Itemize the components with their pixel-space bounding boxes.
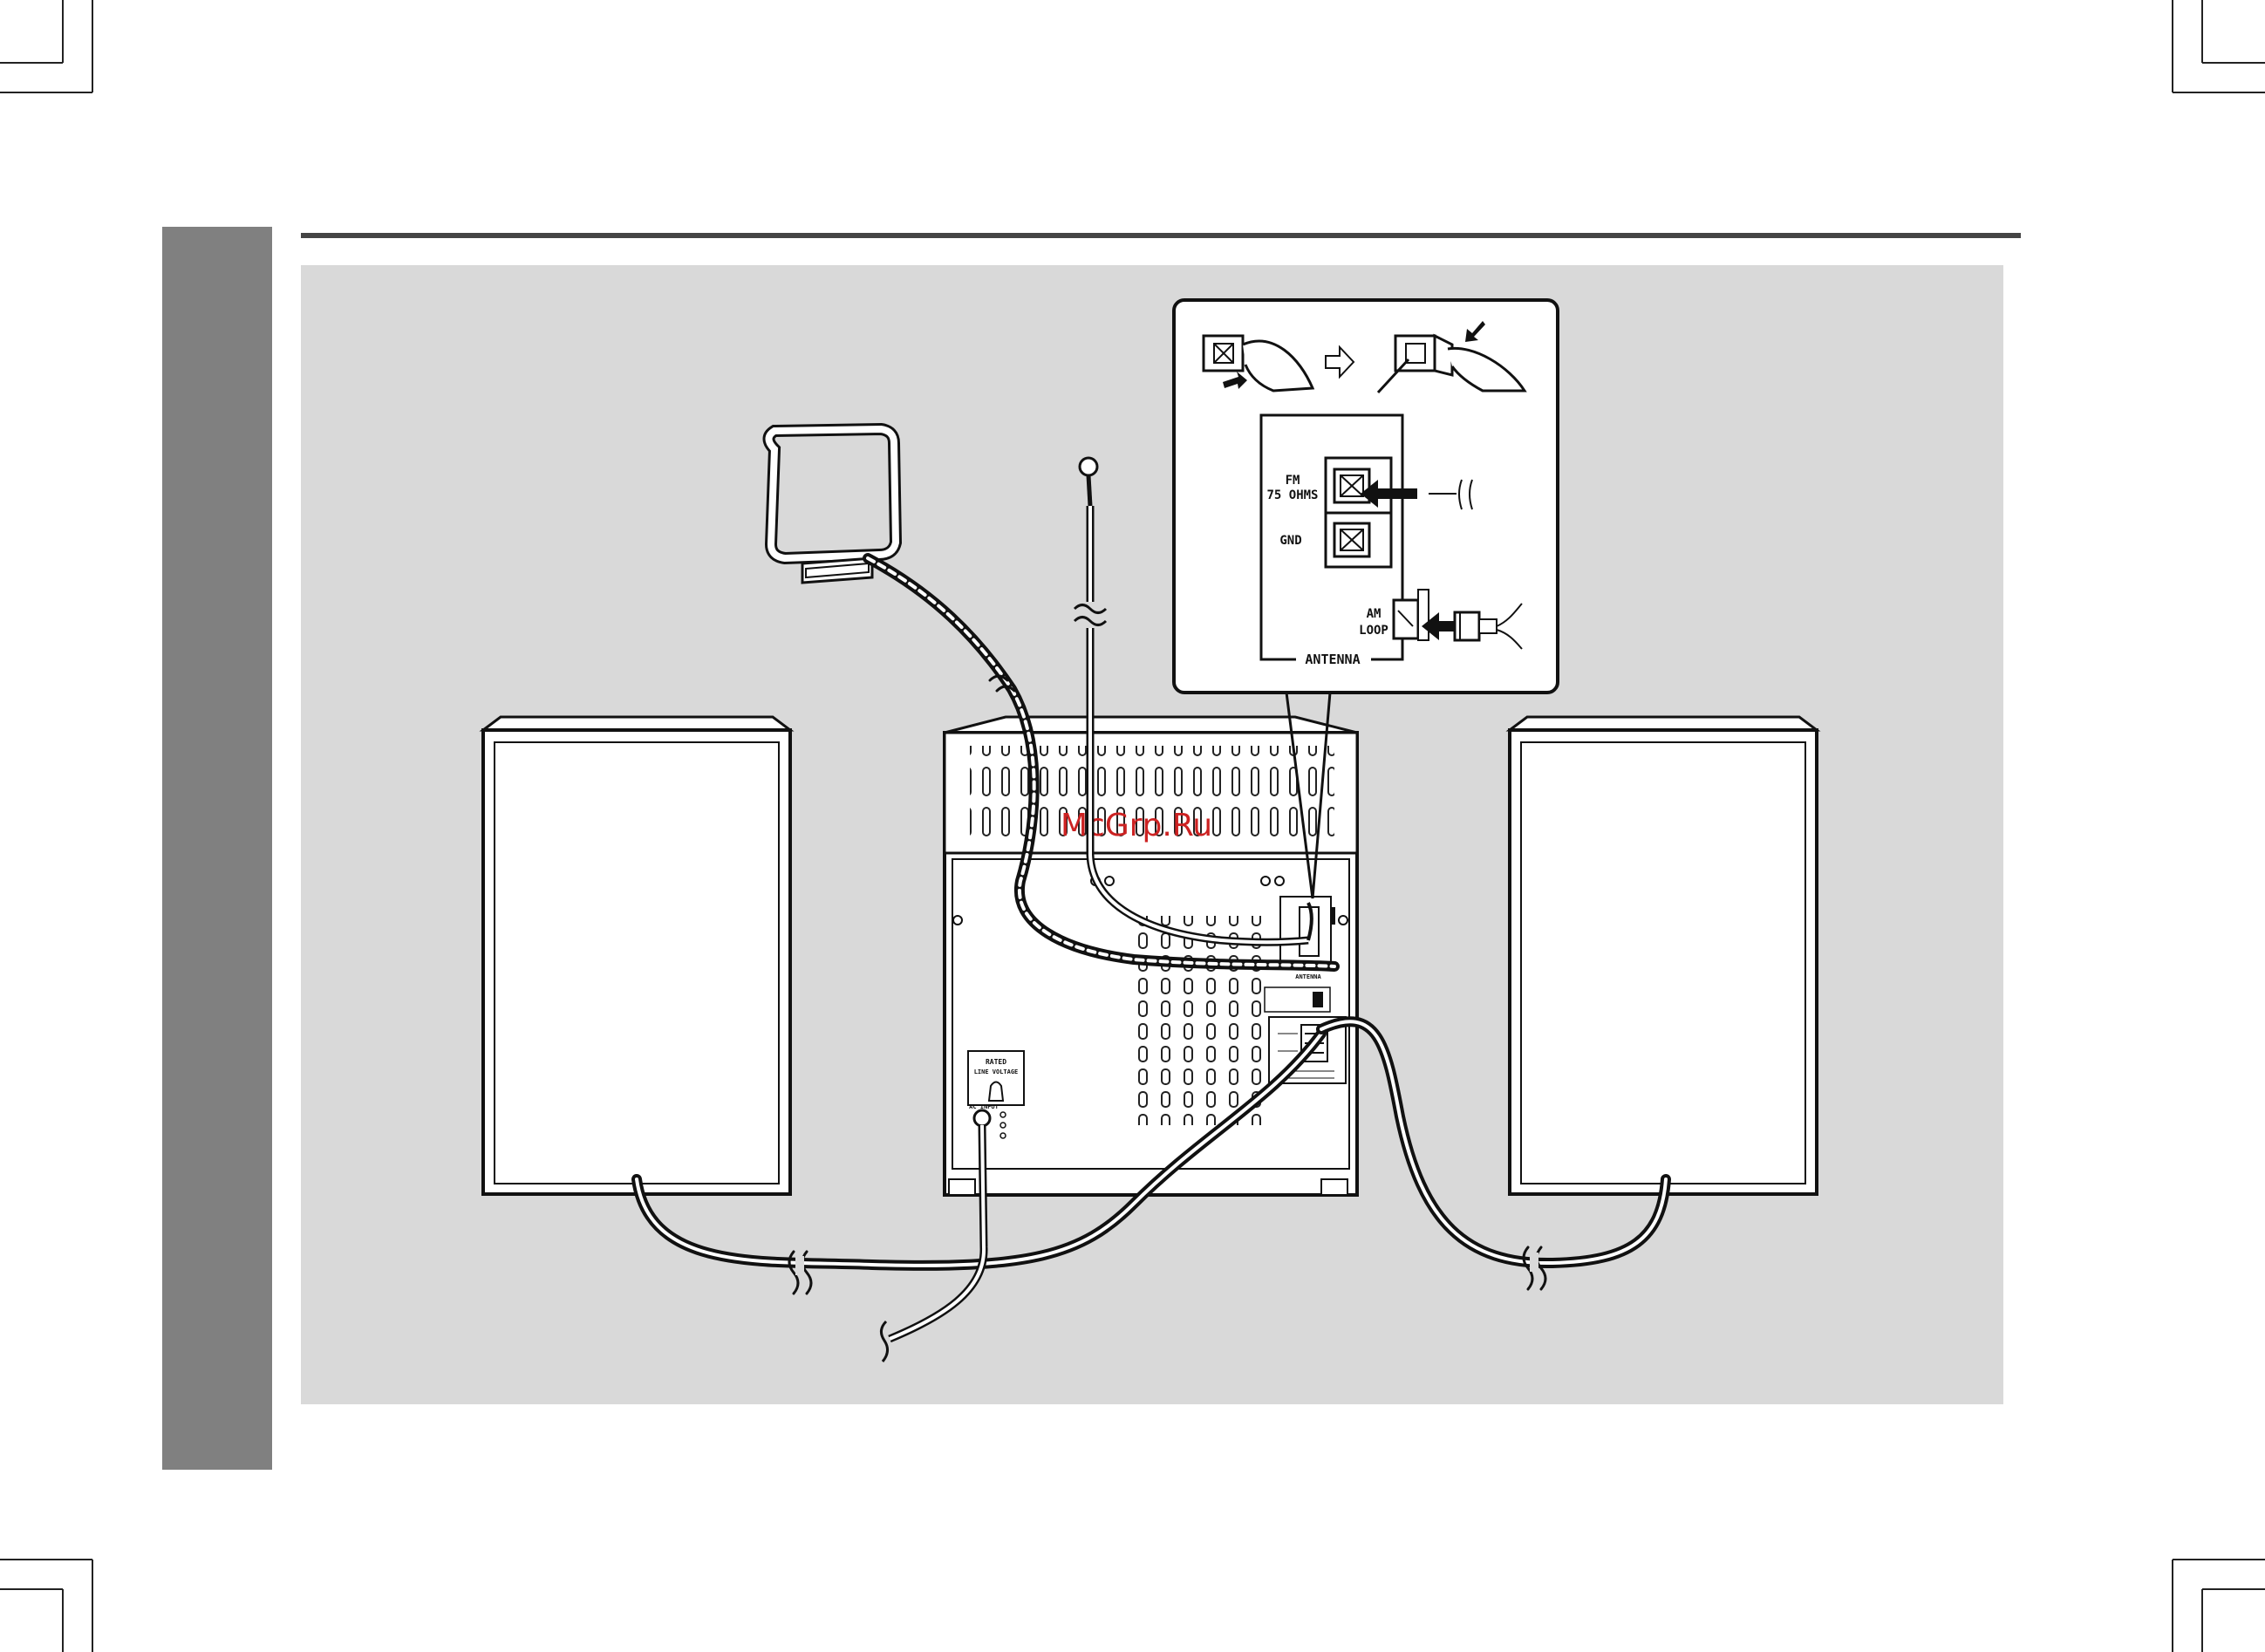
rated-label: RATED [986, 1058, 1006, 1066]
am-loop-label: LOOP [1359, 624, 1388, 638]
fm-75-ohms-label: 75 OHMS [1266, 488, 1318, 502]
left-speaker [483, 717, 790, 1194]
side-tab-bar [162, 227, 272, 1470]
antenna-label: ANTENNA [1305, 652, 1360, 667]
right-speaker [1510, 717, 1817, 1194]
line-voltage-label: LINE VOLTAGE [974, 1068, 1019, 1075]
header-rule [301, 233, 2021, 238]
rear-grill [1134, 916, 1273, 1125]
rear-antenna-label: ANTENNA [1295, 973, 1321, 980]
gnd-label: GND [1279, 534, 1301, 548]
fm-label: FM [1286, 474, 1300, 488]
am-label: AM [1367, 607, 1382, 621]
watermark: McGrp.Ru [1061, 808, 1212, 843]
